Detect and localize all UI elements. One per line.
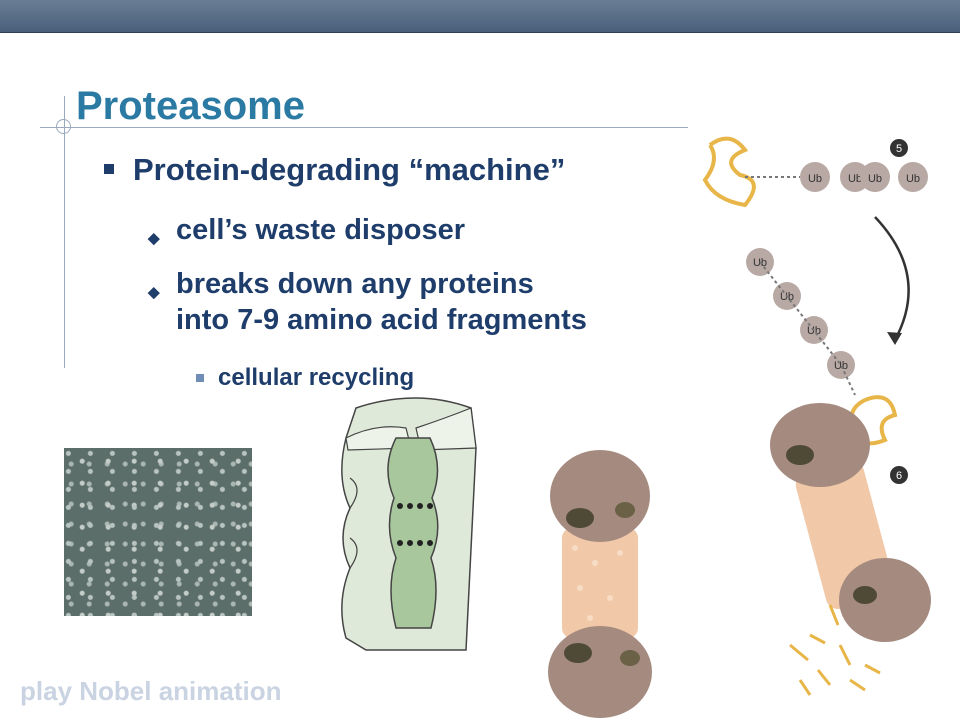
bullet-1: Protein-degrading “machine”: [104, 152, 565, 188]
proteasome-model-image: [548, 450, 652, 718]
ub-label: Ub: [868, 173, 882, 185]
square-bullet-icon: [196, 374, 204, 382]
sub-sub-bullet: cellular recycling: [196, 364, 414, 392]
sub-bullet-2-line-2: into 7-9 amino acid fragments: [176, 304, 587, 336]
sub-bullet-1: ◆ cell’s waste disposer: [148, 212, 465, 248]
play-nobel-animation-link[interactable]: play Nobel animation: [20, 676, 282, 706]
sub-bullet-1-text: cell’s waste disposer: [176, 214, 466, 246]
step-6-label: 6: [896, 470, 902, 482]
ub-label: Ub: [834, 360, 848, 372]
diamond-bullet-icon: ◆: [148, 284, 160, 301]
decorative-vertical-line: [64, 96, 65, 368]
ub-label: Ub: [808, 173, 822, 185]
square-bullet-icon: [104, 163, 114, 174]
step-5-label: 5: [896, 143, 902, 155]
slide-title: Proteasome: [76, 84, 305, 128]
sub-bullet-2: ◆ breaks down any proteins into 7-9 amin…: [148, 266, 587, 338]
sub-bullet-2-line-1: breaks down any proteins: [176, 268, 534, 300]
sub-sub-bullet-text: cellular recycling: [218, 364, 415, 391]
top-bar: [0, 0, 960, 33]
decorative-circle: [56, 119, 71, 134]
ubiquitin-pathway-figure: Ub Ub Ub Ub 5 Ub Ub Ub Ub 6: [702, 136, 931, 696]
decorative-horizontal-line: [40, 127, 688, 128]
ub-label: Ub: [906, 173, 920, 185]
diamond-bullet-icon: ◆: [148, 230, 160, 247]
electron-micrograph-image: [64, 448, 252, 616]
ub-label: Ub: [807, 325, 821, 337]
bullet-1-text: Protein-degrading “machine”: [133, 152, 566, 187]
proteasome-cutaway-diagram: [341, 397, 477, 651]
ub-label: Ub: [848, 173, 862, 185]
